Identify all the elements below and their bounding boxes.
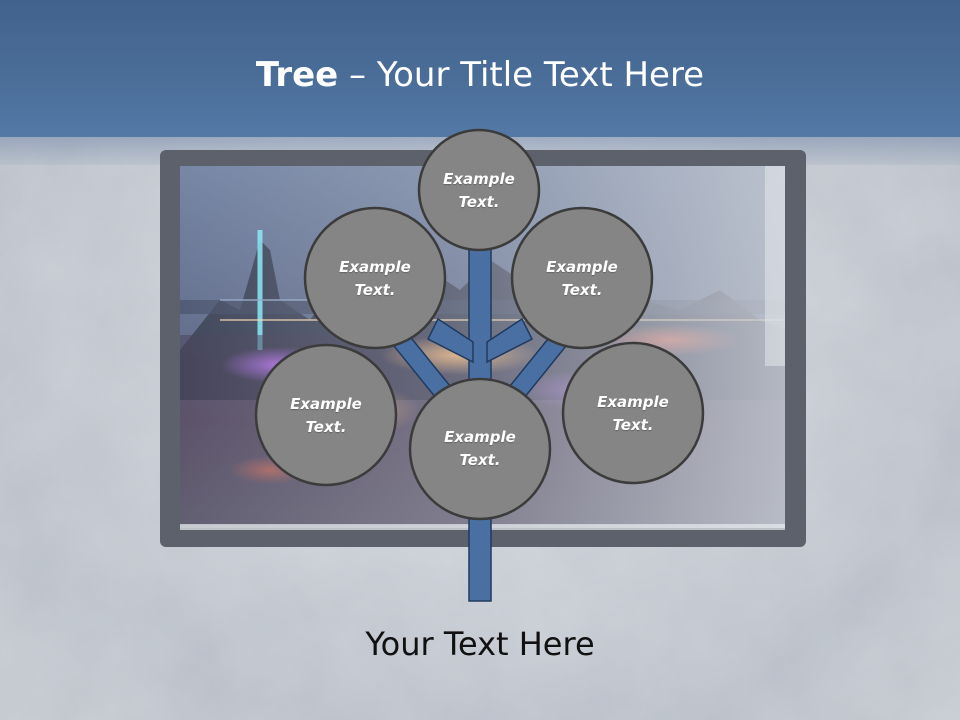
- title-bold-text: Tree: [255, 55, 339, 95]
- caption-text[interactable]: Your Text Here: [365, 625, 595, 663]
- node-label-upper-left: Example Text.: [339, 258, 411, 299]
- node-label-center: Example Text.: [444, 428, 516, 469]
- node-circle-upper-right[interactable]: [510, 206, 654, 350]
- node-circle-lower-left[interactable]: [254, 343, 398, 487]
- branch-upper-right: [486, 317, 534, 364]
- node-label-lower-left: Example Text.: [290, 395, 362, 436]
- branch-upper-left: [426, 317, 474, 364]
- title-bar: [0, 0, 960, 137]
- tree-nodes: [254, 128, 705, 521]
- node-label-upper-right: Example Text.: [546, 258, 618, 299]
- node-circle-lower-right[interactable]: [561, 341, 705, 485]
- slide-title[interactable]: Tree – Your Title Text Here: [0, 52, 960, 98]
- node-label-top: Example Text.: [443, 170, 515, 211]
- node-label-lower-right: Example Text.: [597, 393, 669, 434]
- node-circle-upper-left[interactable]: [303, 206, 447, 350]
- node-circle-center[interactable]: [408, 377, 552, 521]
- title-rest-text: – Your Title Text Here: [338, 55, 705, 95]
- tree-branches: [392, 239, 568, 602]
- trunk-upper: [468, 239, 492, 391]
- node-circle-top[interactable]: [417, 128, 541, 252]
